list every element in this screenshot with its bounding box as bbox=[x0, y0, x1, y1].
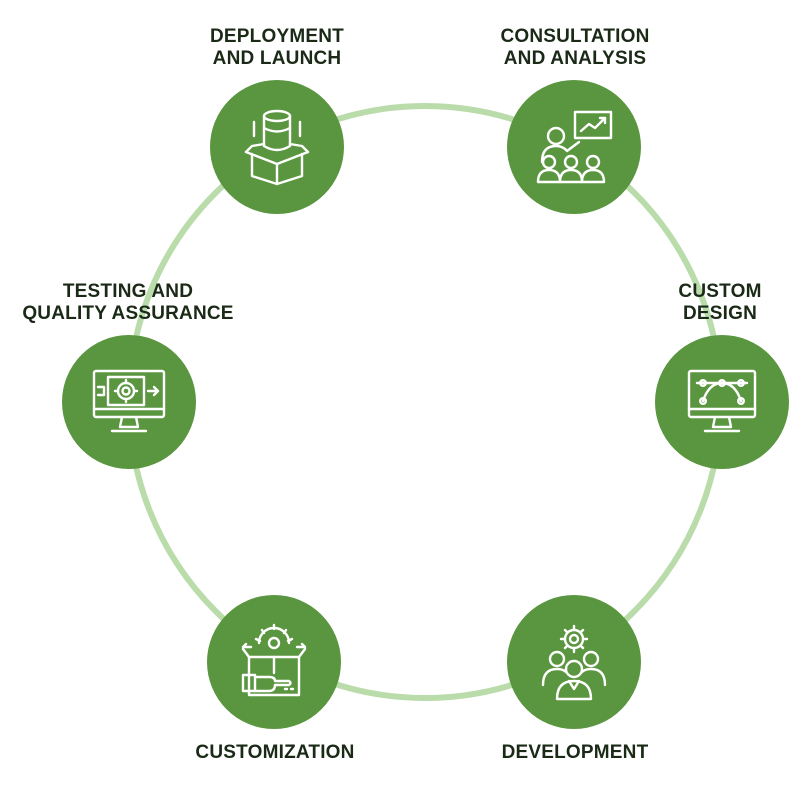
step-node-deployment bbox=[210, 80, 344, 214]
step-node-testing bbox=[62, 335, 196, 469]
step-label-line: CUSTOM bbox=[678, 281, 762, 302]
step-label-line: TESTING AND bbox=[62, 281, 194, 302]
box-gear-icon bbox=[241, 623, 307, 697]
step-label-deployment: DEPLOYMENT AND LAUNCH bbox=[172, 26, 382, 70]
monitor-vector-icon bbox=[687, 369, 757, 433]
step-label-consultation: CONSULTATION AND ANALYSIS bbox=[470, 26, 680, 70]
step-label-testing: TESTING AND QUALITY ASSURANCE bbox=[14, 281, 242, 325]
step-node-customization bbox=[207, 595, 341, 729]
step-label-line: AND LAUNCH bbox=[212, 48, 342, 69]
step-label-line: QUALITY ASSURANCE bbox=[22, 303, 234, 324]
team-gear-icon bbox=[541, 624, 607, 701]
step-label-line: DEVELOPMENT bbox=[501, 742, 649, 763]
step-label-customization: CUSTOMIZATION bbox=[170, 742, 380, 764]
step-label-line: DEPLOYMENT bbox=[210, 26, 344, 47]
step-label-line: CONSULTATION bbox=[500, 26, 650, 47]
presentation-icon bbox=[536, 110, 613, 184]
step-label-line: AND ANALYSIS bbox=[503, 48, 647, 69]
cylinder-box-icon bbox=[244, 109, 310, 186]
monitor-gear-icon bbox=[92, 369, 166, 433]
step-node-development bbox=[507, 595, 641, 729]
step-node-consultation bbox=[507, 80, 641, 214]
step-label-custom-design: CUSTOM DESIGN bbox=[615, 281, 811, 325]
step-label-line: DESIGN bbox=[682, 303, 758, 324]
step-label-development: DEVELOPMENT bbox=[470, 742, 680, 764]
step-label-line: CUSTOMIZATION bbox=[195, 742, 355, 763]
step-node-custom-design bbox=[655, 335, 789, 469]
